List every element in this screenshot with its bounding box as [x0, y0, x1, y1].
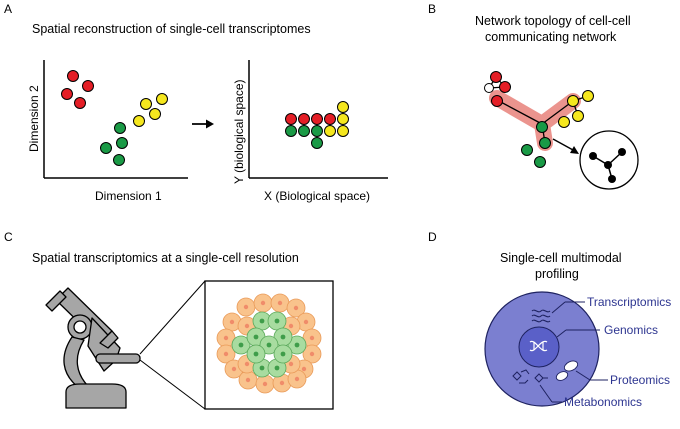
panel-a-title: Spatial reconstruction of single-cell tr… [32, 22, 311, 36]
network-node-yellow [567, 95, 579, 107]
panel-b-title-line2: communicating network [485, 30, 617, 44]
left-plot-xlabel: Dimension 1 [95, 189, 162, 203]
zoom-line-top [139, 280, 206, 355]
panel-d: D Single-cell multimodal profiling [428, 230, 671, 409]
dna-icon [529, 340, 548, 352]
network-node-red [499, 81, 511, 93]
cell-point-red [311, 113, 323, 125]
panel-b-title-line1: Network topology of cell-cell [475, 14, 631, 28]
network-node-green [539, 137, 551, 149]
cell-point-red [324, 113, 336, 125]
leader-lines [539, 301, 608, 403]
cell-point-yellow [337, 113, 349, 125]
cell-point-green [113, 154, 125, 166]
tissue-nuclei [223, 300, 315, 387]
cell-point-yellow [140, 98, 152, 110]
panel-c-letter: C [4, 230, 13, 244]
cell-point-green [100, 142, 112, 154]
cell-point-green [298, 125, 310, 137]
panel-d-title-line1: Single-cell multimodal [500, 251, 622, 265]
cell-point-green [285, 125, 297, 137]
metabolite-icon [512, 369, 548, 384]
network-node-red [490, 71, 502, 83]
microscope-icon [45, 287, 141, 409]
cell-point-green [114, 122, 126, 134]
panel-d-letter: D [428, 230, 437, 244]
cell-point-yellow [324, 125, 336, 137]
cell-point-red [67, 70, 79, 82]
network-node-green [536, 121, 548, 133]
cell-point-yellow [337, 101, 349, 113]
reconstruction-arrow [192, 119, 214, 129]
right-plot-xlabel: X (Biological space) [264, 189, 370, 203]
cell-point-yellow [133, 115, 145, 127]
network-node-yellow [558, 116, 570, 128]
network-zoom-circle [579, 130, 639, 190]
rna-icon [531, 309, 551, 323]
cell-point-red [298, 113, 310, 125]
zoom-arrow [552, 138, 579, 154]
panel-d-title-line2: profiling [535, 267, 579, 281]
left-plot-ylabel: Dimension 2 [27, 85, 41, 152]
label-proteomics: Proteomics [610, 373, 670, 387]
cell-point-green [311, 137, 323, 149]
network-node-green [534, 156, 546, 168]
network-node-red [491, 95, 503, 107]
panel-b: B Network topology of cell-cell communic… [428, 2, 639, 190]
network-node-green [521, 144, 533, 156]
cell-point-yellow [337, 125, 349, 137]
cell-point-green [311, 125, 323, 137]
panel-b-letter: B [428, 2, 436, 16]
protein-icon [555, 360, 579, 381]
panel-a-left-plot: Dimension 1 Dimension 2 [27, 60, 188, 203]
network-node-white [484, 83, 494, 93]
network-node-yellow [572, 110, 584, 122]
panel-a: A Spatial reconstruction of single-cell … [4, 2, 388, 203]
cell-point-yellow [156, 93, 168, 105]
cell-point-red [74, 97, 86, 109]
right-plot-ylabel: Y (biological space) [232, 79, 246, 184]
cell-point-red [82, 80, 94, 92]
cell-point-red [285, 113, 297, 125]
zoom-line-bottom [139, 359, 206, 410]
panel-c-title: Spatial transcriptomics at a single-cell… [32, 251, 299, 265]
tissue-cells [216, 293, 322, 394]
cell-point-red [61, 88, 73, 100]
label-transcriptomics: Transcriptomics [587, 295, 671, 309]
cell-point-green [116, 137, 128, 149]
label-genomics: Genomics [604, 323, 658, 337]
cell-point-yellow [149, 108, 161, 120]
network-node-yellow [582, 90, 594, 102]
panel-c: C Spatial transcriptomics at a single-ce… [4, 230, 334, 410]
panel-a-right-plot: X (Biological space) Y (biological space… [232, 60, 388, 203]
panel-a-letter: A [4, 2, 12, 16]
label-metabonomics: Metabonomics [564, 395, 642, 409]
